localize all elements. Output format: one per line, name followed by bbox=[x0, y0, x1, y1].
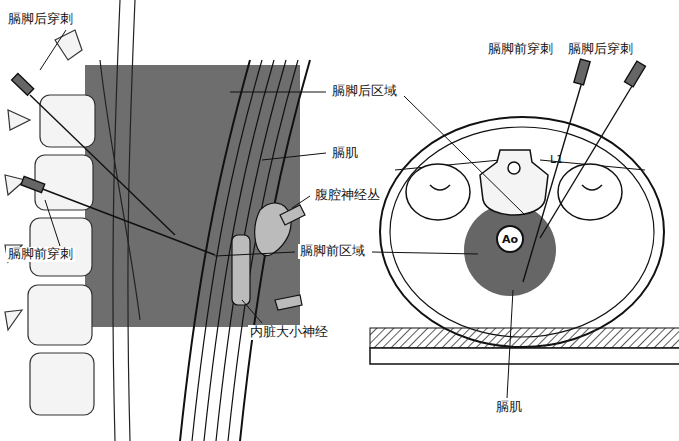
aorta-circle: Ao bbox=[496, 225, 524, 253]
anatomy-label: 膈脚后穿刺 bbox=[566, 42, 635, 57]
vertebra-label: L1 bbox=[548, 154, 565, 167]
anatomy-label: 膈脚前穿刺 bbox=[6, 247, 75, 262]
diaphragm-crus bbox=[180, 60, 310, 441]
vertebrae bbox=[5, 30, 95, 415]
anatomy-label: 内脏大小神经 bbox=[248, 325, 330, 340]
shaded-region bbox=[85, 65, 300, 327]
vertebra bbox=[480, 150, 548, 215]
celiac-plexus bbox=[232, 203, 305, 310]
needles bbox=[523, 59, 645, 282]
sagittal-view bbox=[5, 0, 310, 441]
anatomy-label: 膈肌 bbox=[330, 146, 360, 161]
anatomy-label: 膈肌 bbox=[494, 400, 524, 415]
cross-section bbox=[370, 59, 679, 364]
anatomy-label: 膈脚前区域 bbox=[298, 244, 367, 259]
needles bbox=[12, 73, 215, 255]
leader-lines bbox=[40, 30, 525, 398]
anatomy-label: 膈脚后穿刺 bbox=[6, 12, 75, 27]
aorta-label: Ao bbox=[502, 233, 518, 246]
anatomy-label: 膈脚前穿刺 bbox=[486, 42, 555, 57]
vessels bbox=[100, 0, 140, 441]
anatomy-label: 腹腔神经丛 bbox=[313, 188, 382, 203]
anatomy-label: 膈脚后区域 bbox=[330, 84, 399, 99]
